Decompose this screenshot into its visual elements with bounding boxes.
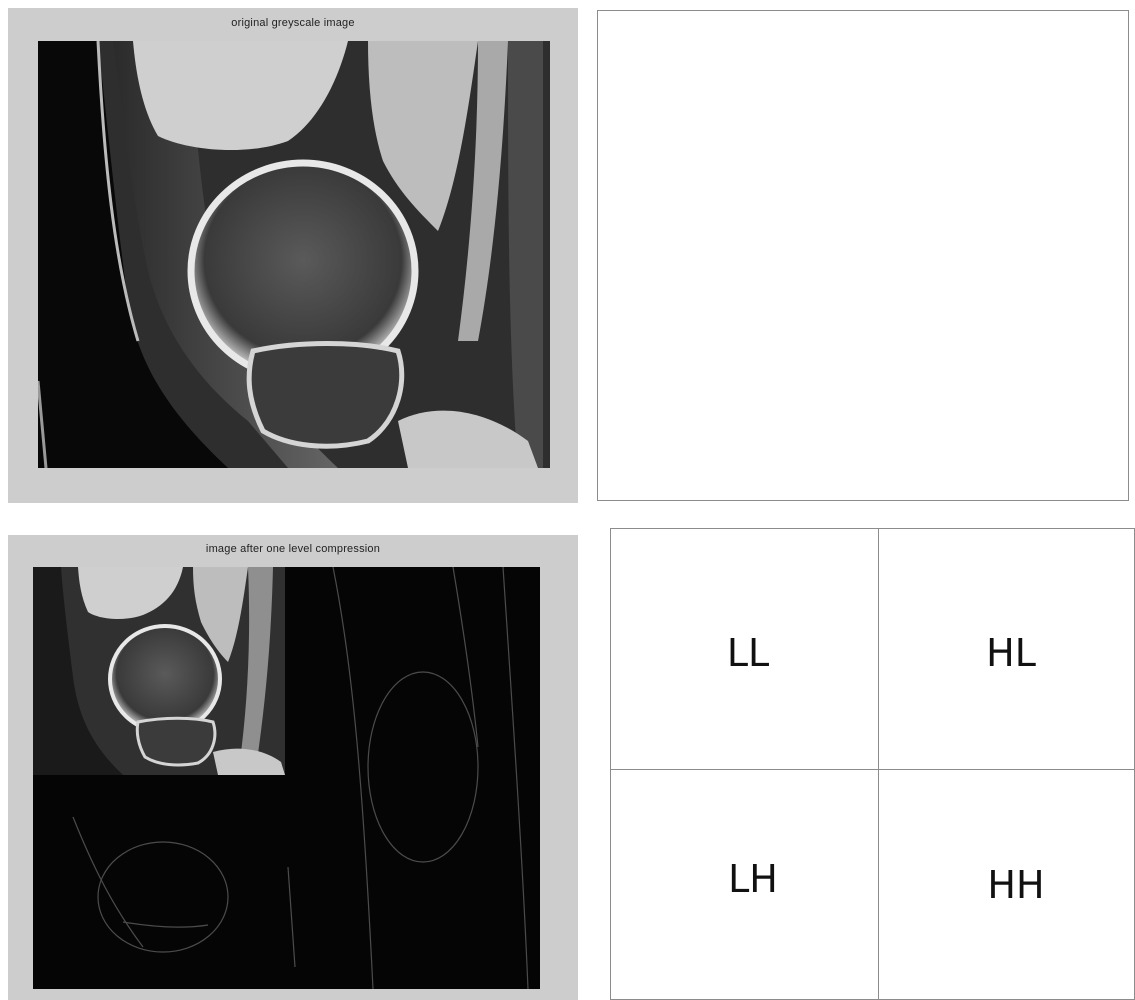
subband-label-hh: HH (987, 863, 1044, 907)
subband-label-ll: LL (727, 631, 769, 675)
grid-horizontal-divider (611, 769, 1134, 770)
compressed-figure-title: image after one level compression (8, 543, 578, 555)
original-mri-image (38, 41, 550, 468)
compressed-mri-image (33, 567, 540, 989)
original-figure-window: original greyscale image (8, 8, 578, 503)
blank-panel (597, 10, 1129, 501)
subband-grid: LL HL LH HH (610, 528, 1135, 1000)
ll-thumbnail (33, 567, 285, 775)
grid-vertical-divider (878, 529, 879, 999)
compressed-figure-window: image after one level compression (8, 535, 578, 1000)
subband-label-hl: HL (986, 631, 1036, 675)
original-figure-title: original greyscale image (8, 17, 578, 29)
subband-label-lh: LH (728, 857, 778, 901)
